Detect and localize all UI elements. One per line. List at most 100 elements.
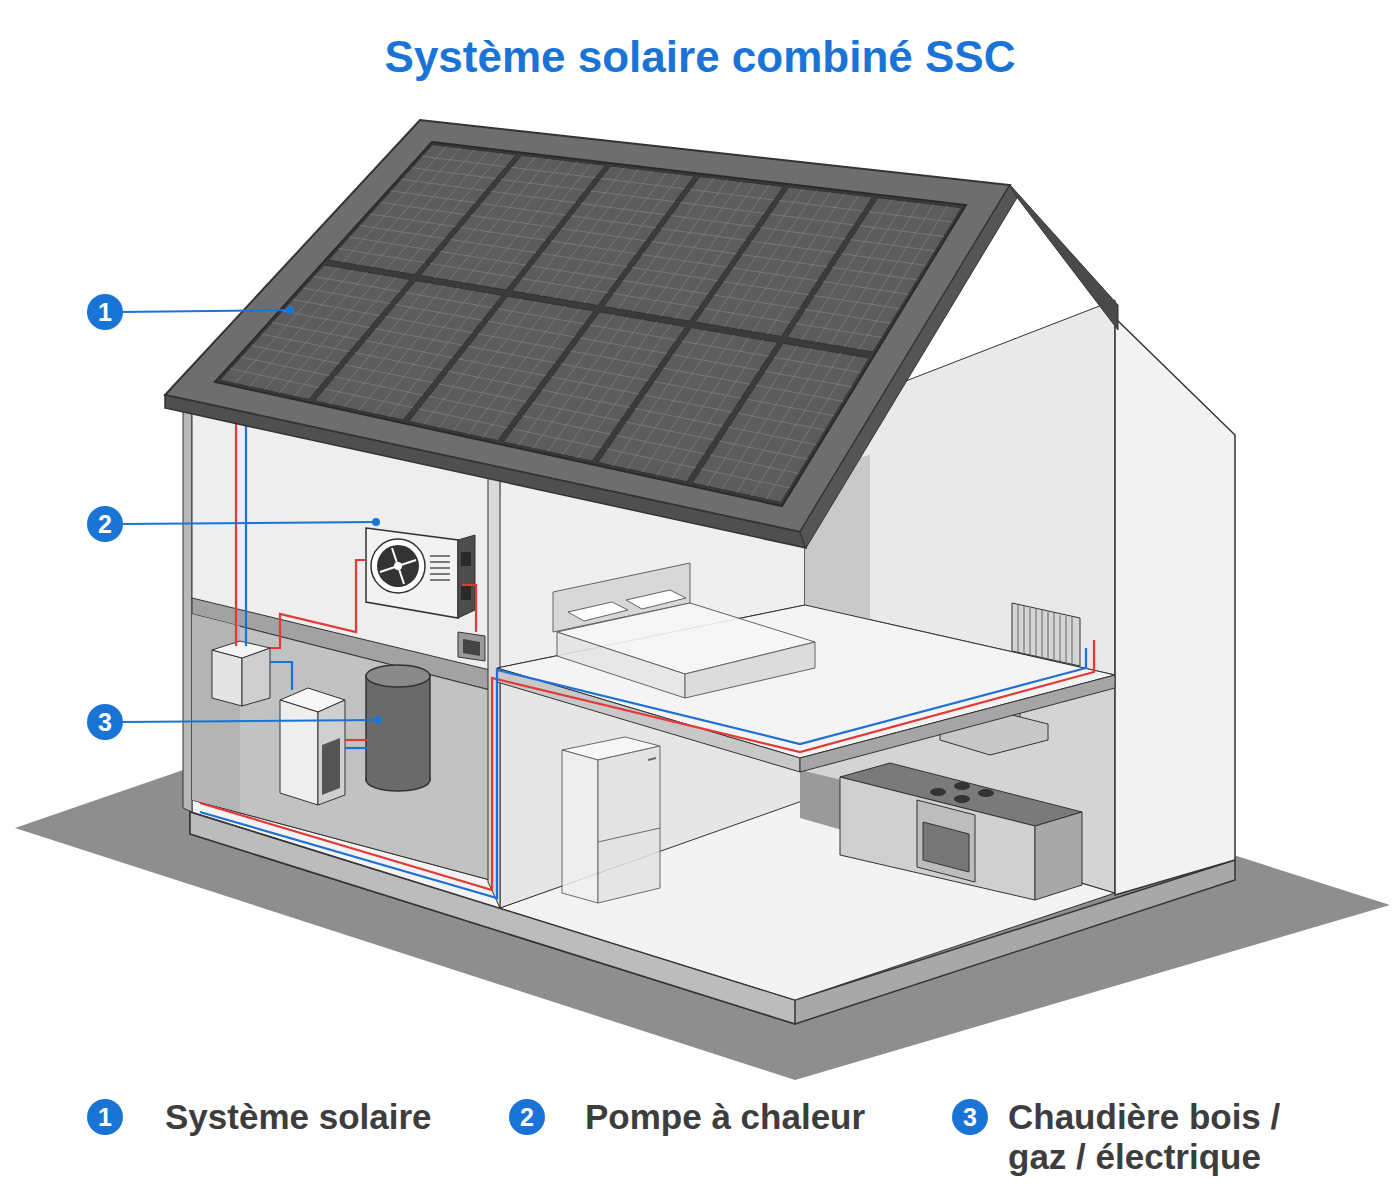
solar-panel [412,168,496,179]
solar-panel [513,429,602,448]
solar-panel [406,293,493,308]
badge-circle [87,294,123,330]
storage-tank [367,700,429,780]
boiler [280,700,318,805]
leader-line [372,518,380,526]
solar-panel [385,317,472,333]
solar-panel [532,403,620,421]
solar-panel [632,268,717,281]
solar-panel [841,254,926,266]
heating-pipes [345,747,368,749]
heating-pipes [245,398,247,646]
solar-panel [375,329,462,346]
solar-panel [580,338,667,354]
kitchen [954,782,970,790]
kitchen [1035,812,1082,900]
solar-panel [542,390,630,407]
solar-panel [571,351,658,367]
left-walls [183,398,192,812]
storage-tank [366,665,430,687]
legend-label: Chaudière bois / gaz / électrique [1008,1097,1308,1177]
solar-panel [796,323,882,337]
roof [165,120,1010,532]
bed [553,563,815,698]
right-walls [800,770,842,830]
solar-panel [282,311,369,328]
solar-panel [774,357,861,372]
solar-panel [451,239,536,252]
solar-controller [212,650,242,706]
left-walls [183,398,490,880]
callout-badge: 2 [87,506,123,542]
solar-panel [770,214,854,225]
solar-panel [551,377,639,394]
heating-pipes [200,648,1086,898]
fridge [598,746,660,903]
solar-panel [478,334,565,350]
heat-pump [430,556,450,580]
solar-panel [458,359,546,376]
solar-panel [626,422,714,440]
solar-panel [690,190,774,200]
solar-panel [692,343,869,502]
fridge [562,737,660,903]
heat-pump [380,548,416,584]
upper-floor [800,675,1115,772]
solar-panel [561,364,648,381]
solar-panel [742,255,827,267]
bed [626,590,686,609]
left-walls [192,614,490,880]
heat-pump [371,539,425,593]
solar-panel [729,427,817,444]
heating-pipes [345,739,368,741]
callout-badge: 1 [87,294,123,330]
badge-circle [87,1099,123,1135]
legend-label: Système solaire [165,1097,495,1137]
solar-panel [551,241,636,254]
solar-panel [751,241,836,253]
solar-panel [468,346,555,363]
heating-pipes [200,640,1094,890]
solar-panel [607,449,696,468]
heating-pipes [270,560,366,648]
leader-line [120,720,378,722]
solar-panel [860,226,944,237]
solar-panel [303,288,390,304]
solar-panel [571,216,656,228]
kitchen [923,822,969,872]
badge-circle [952,1099,988,1135]
solar-panel [262,334,350,351]
thermostat [458,632,485,661]
right-walls [1115,318,1235,895]
heat-pump [458,535,475,618]
solar-panel [380,202,465,214]
solar-panel [349,237,435,251]
thermostat [463,639,480,656]
solar-panel [440,252,526,266]
solar-panel [370,214,455,227]
solar-panel [613,294,699,308]
solar-panel [241,357,329,375]
right-walls [488,470,500,908]
callout-badge: 3 [952,1099,988,1135]
solar-panel [251,346,339,364]
solar-panel [561,228,646,240]
solar-panel [710,455,798,473]
badge-circle [87,704,123,740]
heat-pump [366,528,458,618]
solar-panel [448,371,536,388]
leader-line [286,306,294,314]
solar-panel [401,179,485,190]
solar-panel [737,351,827,493]
fridge [562,750,598,903]
solar-panel [765,371,852,387]
solar-panel [787,198,962,352]
solar-panel [230,369,319,388]
solar-panel [733,268,818,281]
callout-number: 2 [509,1099,545,1135]
heating-pipes [235,398,237,646]
kitchen [930,788,946,796]
solar-panel [869,212,953,222]
